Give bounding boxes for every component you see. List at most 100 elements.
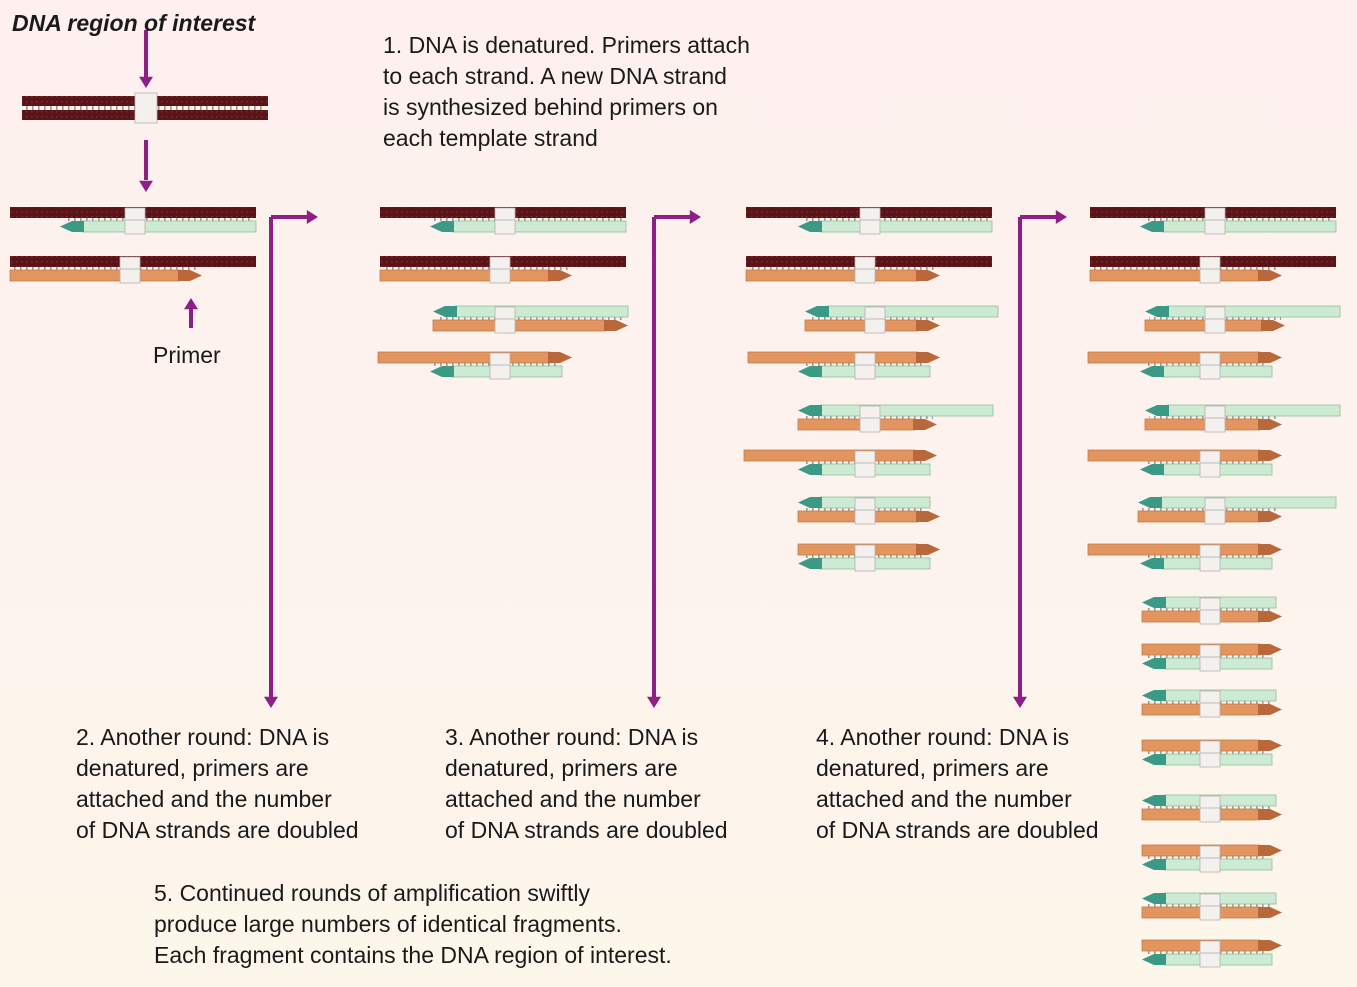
new-strand-green (819, 220, 993, 233)
dna-duplex (797, 543, 940, 572)
primer-green (433, 306, 457, 317)
dna-duplex (1087, 351, 1282, 380)
region-marker (1199, 795, 1221, 823)
region-marker (1199, 352, 1221, 380)
primer-orange (548, 270, 572, 281)
new-strand-green (1166, 305, 1341, 318)
primer-green (1142, 658, 1166, 669)
dna-duplex (1141, 794, 1282, 823)
step-3-caption: 3. Another round: DNA is denatured, prim… (445, 724, 728, 843)
new-strand-orange (1087, 351, 1261, 364)
region-marker (1199, 690, 1221, 718)
region-marker (1199, 450, 1221, 478)
dna-duplex (1137, 496, 1337, 525)
new-strand-orange (377, 351, 551, 364)
primer-orange (1258, 352, 1282, 363)
diagram-title: DNA region of interest (12, 10, 256, 36)
primer-orange (1258, 544, 1282, 555)
new-strand-orange (432, 319, 607, 332)
primer-green (798, 405, 822, 416)
primer-green (1138, 497, 1162, 508)
region-marker (1199, 845, 1221, 873)
region-marker (1199, 740, 1221, 768)
region-marker (864, 306, 886, 334)
primer-green (798, 464, 822, 475)
primer-orange (1258, 845, 1282, 856)
new-strand-green (826, 305, 999, 318)
primer-green (1142, 754, 1166, 765)
primer-orange (1258, 270, 1282, 281)
step-4-caption: 4. Another round: DNA is denatured, prim… (816, 724, 1099, 843)
region-marker (1199, 544, 1221, 572)
primer-orange (916, 270, 940, 281)
region-marker (1199, 256, 1221, 284)
primer-orange (1258, 644, 1282, 655)
new-strand-orange (797, 418, 916, 431)
base-pairs (802, 218, 988, 221)
primer-green (430, 221, 454, 232)
dna-duplex (1141, 939, 1282, 968)
dna-duplex (797, 496, 940, 525)
primer-green (60, 221, 84, 232)
dna-duplex (745, 256, 992, 284)
region-marker (494, 306, 516, 334)
primer-orange (916, 320, 940, 331)
dna-duplex (797, 404, 994, 433)
dna-duplex (380, 207, 627, 235)
original-dna-duplex (22, 92, 268, 124)
primer-orange (1258, 450, 1282, 461)
new-strand-orange (379, 269, 551, 282)
primer-orange (548, 352, 572, 363)
primer-orange (916, 544, 940, 555)
primer-orange (916, 352, 940, 363)
primer-green (798, 221, 822, 232)
region-marker (854, 256, 876, 284)
region-marker (1199, 893, 1221, 921)
primer-orange (178, 270, 202, 281)
region-marker (119, 256, 141, 284)
new-strand-orange (1089, 269, 1261, 282)
region-marker (489, 352, 511, 380)
primer-green (1145, 405, 1169, 416)
arrow-head (647, 696, 661, 708)
region-marker (859, 405, 881, 433)
primer-orange (1258, 511, 1282, 522)
base-pairs (64, 218, 252, 221)
dna-duplex (432, 305, 629, 334)
primer-orange (1261, 320, 1285, 331)
new-strand-green (454, 305, 629, 318)
arrow-head (184, 298, 198, 310)
region-marker (494, 207, 516, 235)
primer-orange (913, 450, 937, 461)
arrow-head (689, 210, 701, 224)
base-pairs (384, 267, 568, 270)
base-pairs (750, 267, 936, 270)
step-5-caption: 5. Continued rounds of amplification swi… (154, 880, 672, 968)
primer-green (1140, 366, 1164, 377)
dna-duplex (1144, 305, 1341, 334)
region-marker (1204, 405, 1226, 433)
primer-orange (1258, 809, 1282, 820)
primer-green (798, 366, 822, 377)
region-marker (1204, 497, 1226, 525)
new-strand-green (1166, 404, 1341, 417)
primer-green (1145, 306, 1169, 317)
region-marker (854, 497, 876, 525)
arrow-head (139, 76, 153, 88)
dna-duplex (1141, 643, 1282, 672)
dna-duplex (9, 256, 256, 284)
primer-orange (1258, 907, 1282, 918)
dna-duplex (743, 449, 937, 478)
primer-green (1142, 859, 1166, 870)
dna-duplex (1087, 449, 1282, 478)
new-strand-orange (743, 449, 916, 462)
dna-duplex (377, 351, 572, 380)
primer-orange (1258, 611, 1282, 622)
primer-green (1142, 795, 1166, 806)
primer-green (1140, 558, 1164, 569)
new-strand-orange (1144, 418, 1261, 431)
primer-orange (1258, 740, 1282, 751)
region-marker (854, 544, 876, 572)
arrow-head (1055, 210, 1067, 224)
primer-orange (1258, 704, 1282, 715)
